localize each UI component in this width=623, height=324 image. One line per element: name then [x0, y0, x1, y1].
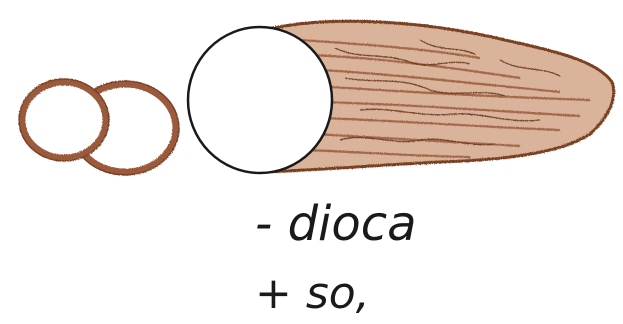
label-minus: - dioca: [255, 196, 417, 252]
nucleus-circle: [188, 27, 332, 173]
ring-left: [22, 82, 106, 158]
nucleus: [188, 27, 332, 173]
small-rings: [19, 79, 179, 175]
label-plus: + so,: [255, 268, 370, 319]
